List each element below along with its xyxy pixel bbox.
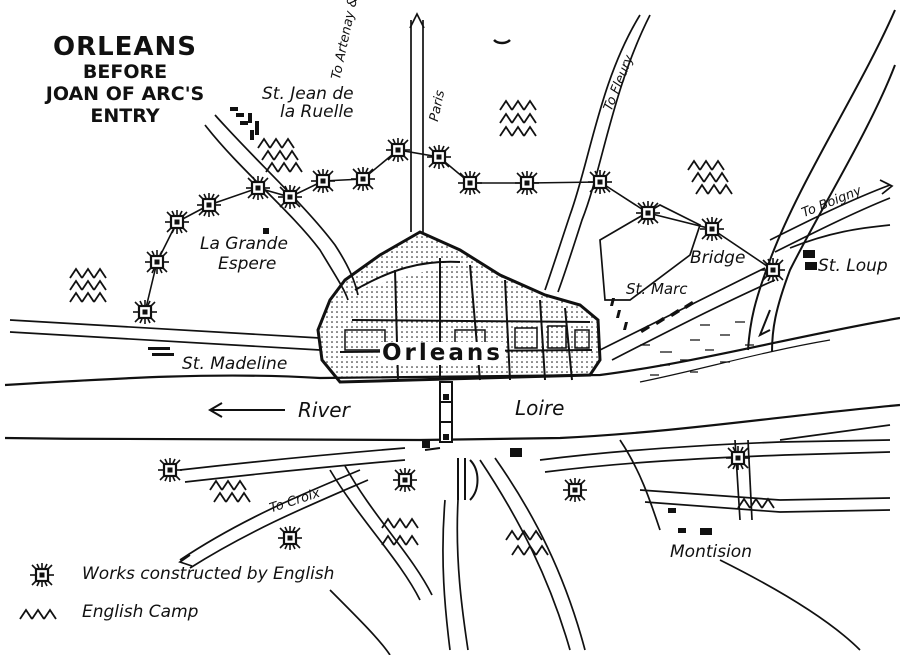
title-line-3: JOAN OF ARC'S — [45, 83, 205, 105]
title-line-2: BEFORE — [82, 61, 168, 83]
siege-line — [144, 149, 774, 313]
marsh — [640, 321, 754, 376]
label-la-grande-2: Espere — [218, 254, 277, 274]
fort-icon — [28, 561, 56, 589]
title-line-1: ORLEANS — [52, 32, 198, 62]
label-la-grande-1: La Grande — [200, 234, 288, 254]
label-st-jean-1: St. Jean de — [262, 84, 354, 104]
label-montision: Montision — [670, 542, 752, 562]
legend-works-label: Works constructed by English — [82, 564, 335, 584]
camp-icon — [19, 609, 57, 620]
label-st-marc: St. Marc — [626, 280, 688, 298]
city-orleans — [316, 230, 602, 501]
legend-camp-label: English Camp — [82, 602, 199, 622]
roads — [9, 12, 894, 655]
river-flow-arrow — [208, 402, 285, 418]
label-bridge: Bridge — [690, 248, 746, 268]
label-river: River — [298, 398, 350, 422]
label-loire: Loire — [515, 396, 565, 420]
legend-symbols — [19, 561, 57, 620]
label-orleans: Orleans — [380, 340, 505, 366]
map-title: ORLEANS BEFORE JOAN OF ARC'S ENTRY — [20, 34, 230, 126]
title-line-4: ENTRY — [90, 105, 160, 127]
label-st-loup: St. Loup — [818, 256, 888, 276]
label-st-madeline: St. Madeline — [182, 354, 288, 374]
bastilles — [148, 107, 817, 535]
stream — [747, 9, 896, 353]
label-st-jean-2: la Ruelle — [280, 102, 354, 122]
